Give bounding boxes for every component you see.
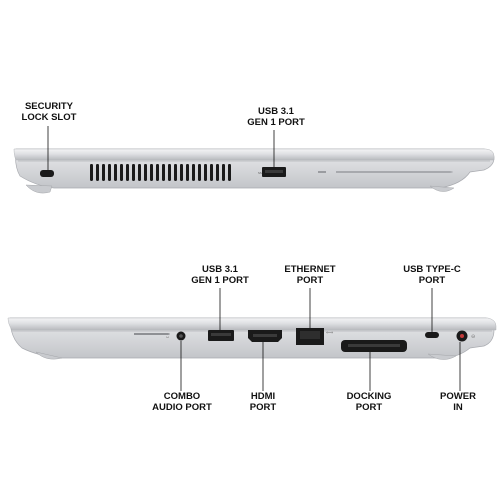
power-port [456, 330, 468, 342]
combo-audio-port [176, 331, 186, 341]
svg-text:⟺: ⟺ [326, 330, 333, 336]
security-lock-slot [40, 170, 54, 177]
leader-lines-bottom [180, 288, 461, 391]
label-combo-audio: COMBO AUDIO PORT [152, 391, 212, 413]
hdmi-port [248, 330, 282, 342]
label-hdmi: HDMI PORT [249, 391, 277, 413]
label-security-lock-slot: SECURITY LOCK SLOT [21, 101, 77, 123]
usb-port-top: SS [258, 167, 286, 177]
usb-port-bottom [208, 330, 234, 341]
ethernet-port [296, 328, 324, 345]
laptop-left-side [13, 148, 495, 194]
label-usb-c: USB TYPE-C PORT [403, 264, 461, 286]
side-ridge [336, 171, 453, 173]
svg-text:ᴗ: ᴗ [166, 334, 169, 340]
label-usb-bottom: USB 3.1 GEN 1 PORT [191, 264, 249, 286]
label-ethernet: ETHERNET PORT [284, 264, 336, 286]
leader-lines-top [47, 126, 275, 170]
label-docking: DOCKING PORT [346, 391, 392, 413]
svg-text:⊖: ⊖ [471, 334, 475, 340]
side-ridge-bottom [134, 333, 170, 335]
usb-c-port [425, 332, 439, 338]
label-usb-top: USB 3.1 GEN 1 PORT [247, 106, 305, 128]
label-power: POWER IN [440, 391, 476, 413]
vent-grille [90, 164, 231, 181]
svg-text:SS: SS [258, 171, 262, 175]
docking-port [341, 340, 407, 352]
